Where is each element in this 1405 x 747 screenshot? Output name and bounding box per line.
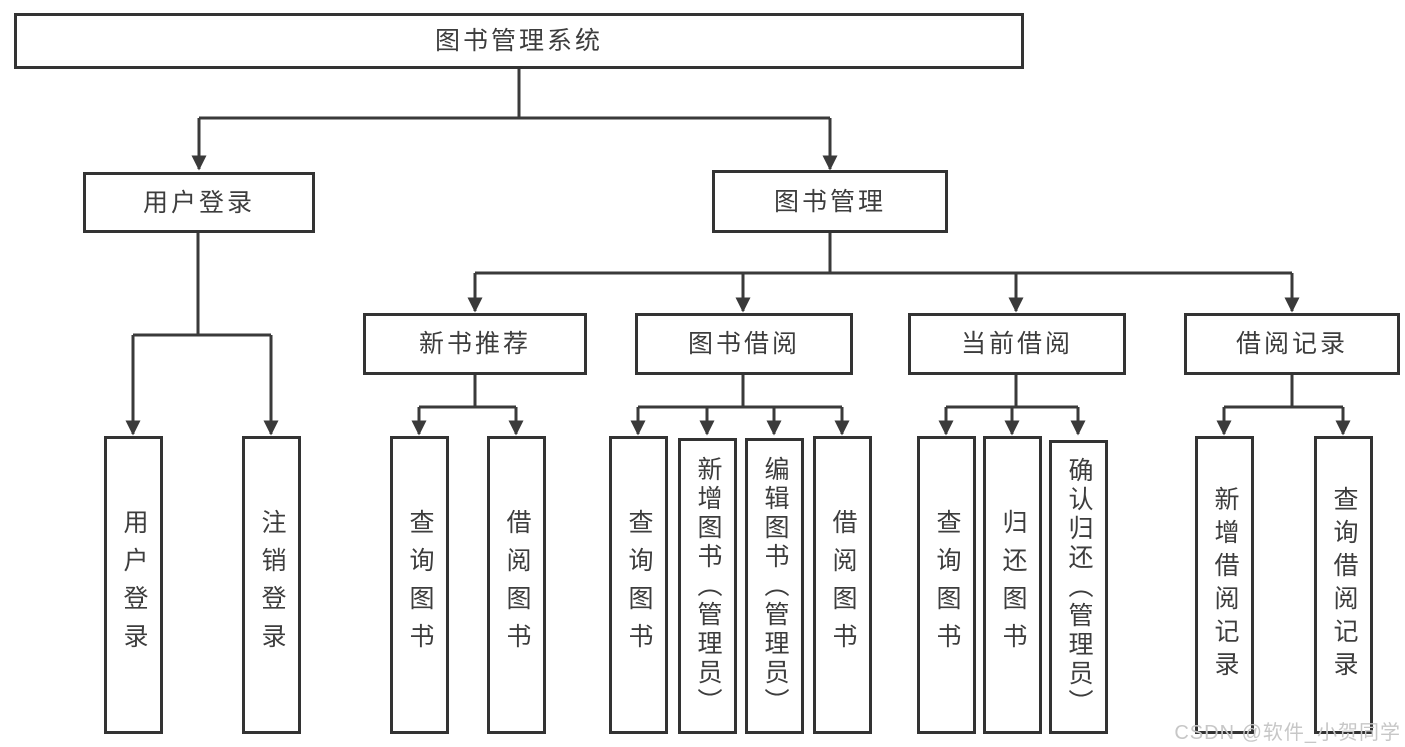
csdn-watermark: CSDN @软件_小贺同学	[1174, 722, 1401, 744]
leaf-borrow-books-borrowing: 借阅图书	[813, 436, 872, 734]
leaf-logout: 注销登录	[242, 436, 301, 734]
node-book-borrowing: 图书借阅	[635, 313, 853, 375]
leaf-confirm-return-admin: 确认归还（管理员）	[1049, 440, 1108, 734]
node-new-book-recommend: 新书推荐	[363, 313, 587, 375]
leaf-edit-books-admin: 编辑图书（管理员）	[745, 438, 804, 734]
connector-current-borrow-branch	[938, 375, 1086, 436]
leaf-user-login: 用户登录	[104, 436, 163, 734]
leaf-borrow-books-recommend: 借阅图书	[487, 436, 546, 734]
connector-root-to-level2	[191, 69, 838, 171]
leaf-add-books-admin: 新增图书（管理员）	[678, 438, 737, 734]
connector-book-mgmt-to-level3	[467, 233, 1300, 313]
leaf-add-borrow-record: 新增借阅记录	[1195, 436, 1254, 734]
connector-borrow-records-branch	[1216, 375, 1351, 436]
connector-user-login-branch	[125, 233, 279, 436]
leaf-query-books-borrowing: 查询图书	[609, 436, 668, 734]
node-borrowing-records: 借阅记录	[1184, 313, 1400, 375]
leaf-query-books-current: 查询图书	[917, 436, 976, 734]
node-user-login: 用户登录	[83, 172, 315, 233]
node-book-management: 图书管理	[712, 170, 948, 233]
node-current-borrowing: 当前借阅	[908, 313, 1126, 375]
leaf-return-books: 归还图书	[983, 436, 1042, 734]
leaf-query-borrow-record: 查询借阅记录	[1314, 436, 1373, 734]
node-library-management-system: 图书管理系统	[14, 13, 1024, 69]
leaf-query-books-recommend: 查询图书	[390, 436, 449, 734]
connector-book-borrow-branch	[630, 375, 850, 436]
connector-new-book-rec-branch	[411, 375, 524, 436]
